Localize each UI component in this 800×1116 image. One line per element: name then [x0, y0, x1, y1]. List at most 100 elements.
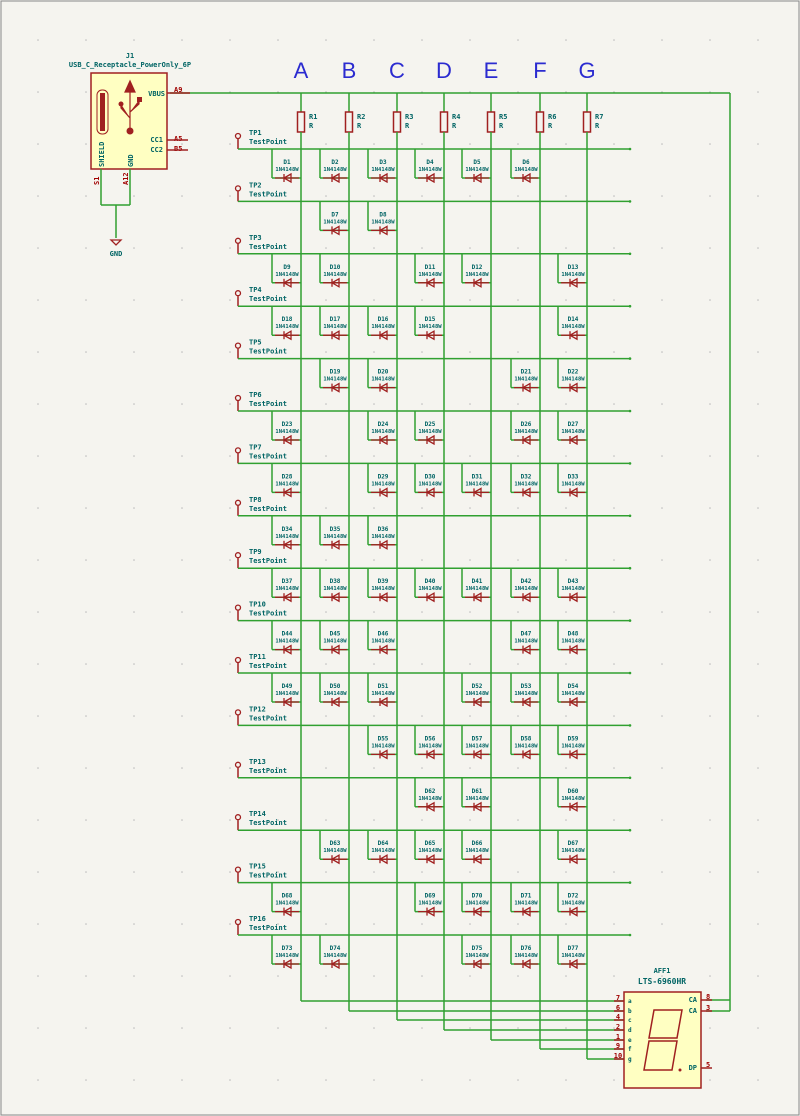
diode-ref: D52 [472, 683, 483, 690]
grid-dot [373, 39, 375, 41]
diode-value: 1N4148W [561, 848, 585, 854]
grid-dot [277, 819, 279, 821]
diode-ref: D72 [568, 893, 579, 900]
grid-dot [181, 143, 183, 145]
wire-end [628, 671, 632, 675]
grid-dot [565, 507, 567, 509]
grid-dot [133, 611, 135, 613]
usb-icon [137, 97, 142, 102]
grid-dot [85, 299, 87, 301]
grid-dot [133, 871, 135, 873]
diode-value: 1N4148W [275, 953, 299, 959]
diode-value: 1N4148W [371, 219, 395, 225]
grid-dot [613, 39, 615, 41]
diode-value: 1N4148W [418, 429, 442, 435]
grid-dot [517, 975, 519, 977]
pin-number: S1 [93, 177, 101, 185]
diode-value: 1N4148W [418, 167, 442, 173]
grid-dot [757, 767, 759, 769]
grid-dot [469, 195, 471, 197]
grid-dot [517, 39, 519, 41]
grid-dot [469, 143, 471, 145]
diode-value: 1N4148W [323, 848, 347, 854]
testpoint-ref: TP11 [249, 653, 266, 661]
diode-ref: D33 [568, 473, 579, 480]
grid-dot [37, 1027, 39, 1029]
diode-ref: D39 [378, 578, 389, 585]
grid-dot [325, 1027, 327, 1029]
grid-dot [565, 663, 567, 665]
grid-dot [85, 819, 87, 821]
testpoint-ref: TP12 [249, 705, 266, 713]
grid-dot [325, 247, 327, 249]
grid-dot [661, 715, 663, 717]
grid-dot [325, 663, 327, 665]
diode-ref: D76 [521, 945, 532, 952]
column-label-A: A [294, 58, 309, 83]
diode-value: 1N4148W [323, 272, 347, 278]
grid-dot [181, 403, 183, 405]
display-pin-name: b [628, 1008, 632, 1015]
display-pin-name: c [628, 1017, 632, 1024]
wire-end [628, 252, 632, 256]
diode-ref: D32 [521, 473, 532, 480]
display-pin-number: 7 [616, 994, 620, 1002]
grid-dot [37, 351, 39, 353]
grid-dot [613, 507, 615, 509]
testpoint-icon [234, 185, 242, 192]
connector-value: USB_C_Receptacle_PowerOnly_6P [69, 61, 191, 69]
pin-number: A5 [174, 135, 182, 143]
grid-dot [421, 871, 423, 873]
grid-dot [709, 403, 711, 405]
grid-dot [757, 351, 759, 353]
grid-dot [277, 1079, 279, 1081]
diode-ref: D27 [568, 421, 579, 428]
grid-dot [229, 819, 231, 821]
diode-ref: D45 [330, 631, 341, 638]
grid-dot [229, 611, 231, 613]
grid-dot [661, 819, 663, 821]
testpoint-value: TestPoint [249, 872, 287, 880]
diode-ref: D54 [568, 683, 579, 690]
testpoint-value: TestPoint [249, 295, 287, 303]
wire-end [628, 409, 632, 413]
grid-dot [37, 91, 39, 93]
grid-dot [421, 299, 423, 301]
column-label-G: G [578, 58, 595, 83]
grid-dot [469, 39, 471, 41]
usb-icon [126, 127, 134, 135]
diode-ref: D40 [425, 578, 436, 585]
diode-value: 1N4148W [561, 953, 585, 959]
resistor-ref: R4 [452, 113, 460, 121]
grid-dot [469, 923, 471, 925]
grid-dot [517, 1027, 519, 1029]
diode-ref: D13 [568, 264, 579, 271]
resistor-ref: R1 [309, 113, 317, 121]
diode-ref: D17 [330, 316, 341, 323]
diode-value: 1N4148W [275, 324, 299, 330]
diode-value: 1N4148W [465, 691, 489, 697]
grid-dot [565, 923, 567, 925]
diode-value: 1N4148W [371, 429, 395, 435]
diode-ref: D2 [331, 159, 339, 166]
diode-value: 1N4148W [275, 272, 299, 278]
diode-value: 1N4148W [465, 901, 489, 907]
grid-dot [661, 871, 663, 873]
display-pin-name: a [628, 998, 632, 1005]
diode-ref: D19 [330, 369, 341, 376]
diode-value: 1N4148W [561, 377, 585, 383]
diode-ref: D50 [330, 683, 341, 690]
diode-value: 1N4148W [371, 324, 395, 330]
grid-dot [661, 559, 663, 561]
diode-value: 1N4148W [561, 639, 585, 645]
diode-value: 1N4148W [323, 953, 347, 959]
grid-dot [229, 403, 231, 405]
grid-dot [37, 715, 39, 717]
grid-dot [421, 715, 423, 717]
grid-dot [181, 247, 183, 249]
diode-value: 1N4148W [561, 796, 585, 802]
grid-dot [277, 247, 279, 249]
grid-dot [469, 351, 471, 353]
column-label-D: D [436, 58, 452, 83]
